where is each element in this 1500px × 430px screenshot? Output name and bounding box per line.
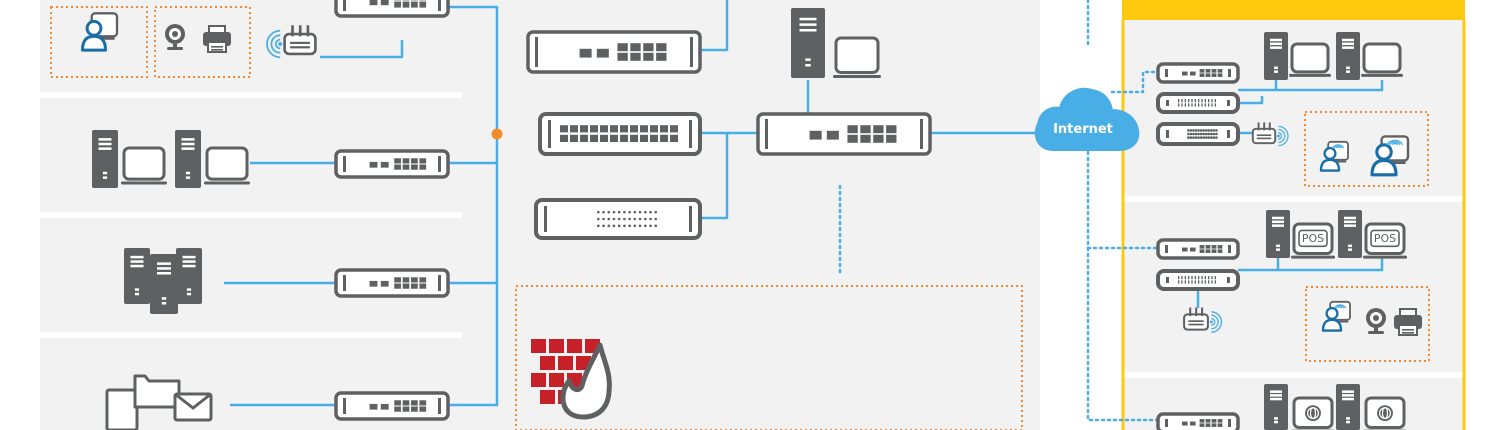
server-tower-left [124, 248, 150, 304]
branch1-switch-c [1156, 122, 1240, 146]
branch3-web-b [1363, 396, 1407, 430]
link-core-switch-3 [700, 133, 729, 220]
branch1-monitor-a [1289, 42, 1331, 77]
server-row2-b [175, 130, 201, 188]
branch2-bus-a [1238, 258, 1384, 272]
switch-row-1 [334, 0, 450, 18]
branch2-pos-b: POS [1363, 222, 1407, 259]
core-monitor [833, 36, 881, 78]
branch1-server-b [1336, 32, 1360, 80]
branch1-access-point [1251, 122, 1289, 147]
branch1-bus-c [1238, 96, 1264, 105]
backbone-left [448, 5, 499, 407]
branch1-server-a [1264, 32, 1288, 80]
branch3-switch [1156, 412, 1240, 430]
printer-left [203, 25, 231, 53]
core-switch-dots [534, 198, 702, 240]
pos-label: POS [1302, 232, 1324, 245]
branch3-server-a [1264, 384, 1288, 430]
link-core-switch-1 [700, 0, 729, 52]
branch1-user-b [1370, 135, 1410, 177]
switch-row-3 [334, 268, 450, 298]
branch3-server-b [1336, 384, 1360, 430]
branch1-user-a [1319, 140, 1349, 172]
access-point-left [266, 25, 317, 59]
server-tower-right [176, 248, 202, 304]
branch2-user [1321, 300, 1351, 332]
branch2-server-b [1338, 210, 1362, 258]
core-switch-wide [538, 112, 702, 156]
wan-down [1086, 150, 1162, 422]
group-branch-users-2 [1305, 286, 1430, 362]
core-main-switch [756, 112, 932, 156]
server-row2-a [92, 130, 118, 188]
branch3-web-a [1291, 396, 1335, 430]
cables-layer [224, 0, 1384, 422]
files-folder-icon [105, 374, 213, 430]
branch2-server-a [1266, 210, 1290, 258]
core-server [791, 8, 825, 78]
webcam-left [165, 24, 185, 50]
link-access-point [320, 40, 404, 59]
group-user-devices [50, 6, 148, 78]
branch1-bus-a [1238, 80, 1384, 92]
internet-label: Internet [1053, 122, 1113, 137]
switch-row-2 [334, 149, 450, 179]
branch2-pos-a: POS [1291, 222, 1335, 259]
junction-dot [491, 128, 503, 140]
group-peripherals [154, 6, 251, 78]
branch2-switch-b [1156, 269, 1240, 291]
branch2-switch-a [1156, 238, 1240, 260]
branch-header-bar [1122, 0, 1465, 20]
user-workstation-left [81, 12, 119, 52]
server-tower-center [150, 254, 178, 314]
branch1-monitor-b [1361, 42, 1403, 77]
internet-cloud-icon [1034, 87, 1140, 151]
branch2-access-point [1183, 307, 1223, 333]
group-branch-users [1304, 111, 1429, 187]
branch1-switch-a [1156, 62, 1240, 84]
firewall-icon [531, 339, 612, 420]
devices-layer: POS POS [81, 0, 1422, 430]
branch1-switch-b [1156, 92, 1240, 114]
core-switch-top [526, 30, 702, 74]
labels-layer: Internet [1053, 122, 1113, 137]
branch2-printer [1394, 308, 1422, 336]
wan-branch-1 [1110, 70, 1162, 94]
branch2-webcam [1366, 308, 1386, 334]
monitor-row2-b [204, 146, 250, 185]
pos-label: POS [1374, 232, 1396, 245]
monitor-row2-a [121, 146, 167, 185]
switch-row-4 [334, 391, 450, 421]
